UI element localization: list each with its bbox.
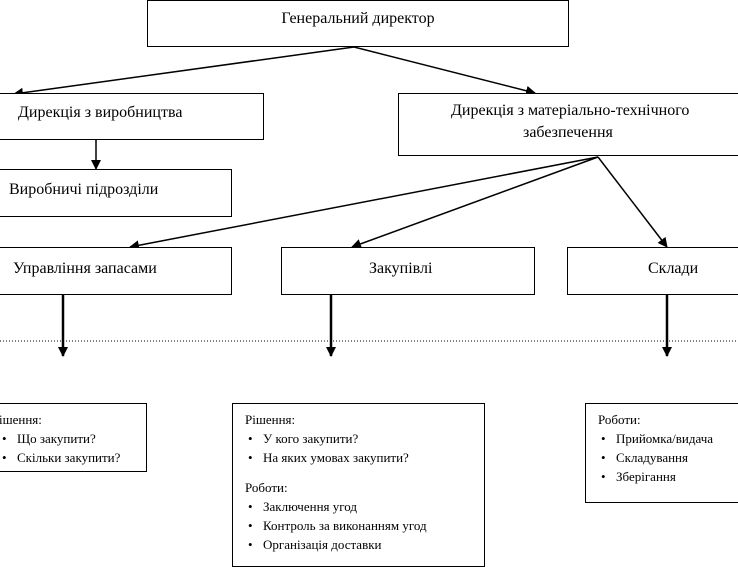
note-purchasing-item: Контроль за виконанням угод — [245, 516, 427, 535]
note-warehouses-item: Прийомка/видача — [598, 429, 713, 448]
arrow-logistics-to-warehouses — [597, 156, 668, 248]
note-inventory-heading: ішення: — [0, 412, 42, 427]
box-inventory: Управління запасами — [0, 247, 232, 295]
box-ceo: Генеральний директор — [147, 0, 569, 47]
note-inventory-content: ішення: Що закупити? Скільки закупити? — [0, 410, 120, 467]
note-warehouses-item: Складування — [598, 448, 713, 467]
box-purchasing: Закупівлі — [281, 247, 535, 295]
note-inventory-item: Що закупити? — [0, 429, 120, 448]
label-production-units: Виробничі підрозділи — [9, 181, 159, 198]
box-warehouses: Склади — [567, 247, 738, 295]
label-production: Дирекція з виробництва — [18, 104, 183, 121]
label-inventory: Управління запасами — [13, 260, 157, 277]
arrow-ceo-to-logistics — [353, 46, 536, 96]
box-production-units: Виробничі підрозділи — [0, 169, 232, 217]
arrow-logistics-to-purchasing — [351, 156, 599, 249]
note-purchasing-heading-decisions: Рішення: — [245, 412, 296, 427]
note-purchasing-item: У кого закупити? — [245, 429, 427, 448]
note-warehouses-heading: Роботи: — [598, 412, 641, 427]
note-purchasing-item: Організація доставки — [245, 535, 427, 554]
box-production: Дирекція з виробництва — [0, 93, 264, 140]
note-purchasing-content: Рішення: У кого закупити? На яких умовах… — [245, 410, 427, 554]
label-warehouses: Склади — [648, 260, 699, 277]
note-purchasing: Рішення: У кого закупити? На яких умовах… — [232, 403, 485, 567]
label-ceo: Генеральний директор — [281, 10, 435, 27]
note-purchasing-heading-works: Роботи: — [245, 480, 288, 495]
note-warehouses-item: Зберігання — [598, 467, 713, 486]
note-inventory: ішення: Що закупити? Скільки закупити? — [0, 403, 147, 472]
note-inventory-item: Скільки закупити? — [0, 448, 120, 467]
label-logistics-line1: Дирекція з матеріально-технічного — [451, 102, 690, 119]
box-logistics: Дирекція з матеріально-технічного забезп… — [398, 93, 738, 156]
note-purchasing-item: Заключення угод — [245, 497, 427, 516]
label-purchasing: Закупівлі — [369, 260, 433, 277]
note-warehouses-content: Роботи: Прийомка/видача Складування Збер… — [598, 410, 713, 486]
label-logistics-line2: забезпечення — [523, 124, 613, 141]
note-warehouses: Роботи: Прийомка/видача Складування Збер… — [585, 403, 738, 503]
arrow-logistics-to-inventory — [129, 156, 599, 251]
arrow-ceo-to-production — [13, 46, 355, 98]
note-purchasing-item: На яких умовах закупити? — [245, 448, 427, 467]
